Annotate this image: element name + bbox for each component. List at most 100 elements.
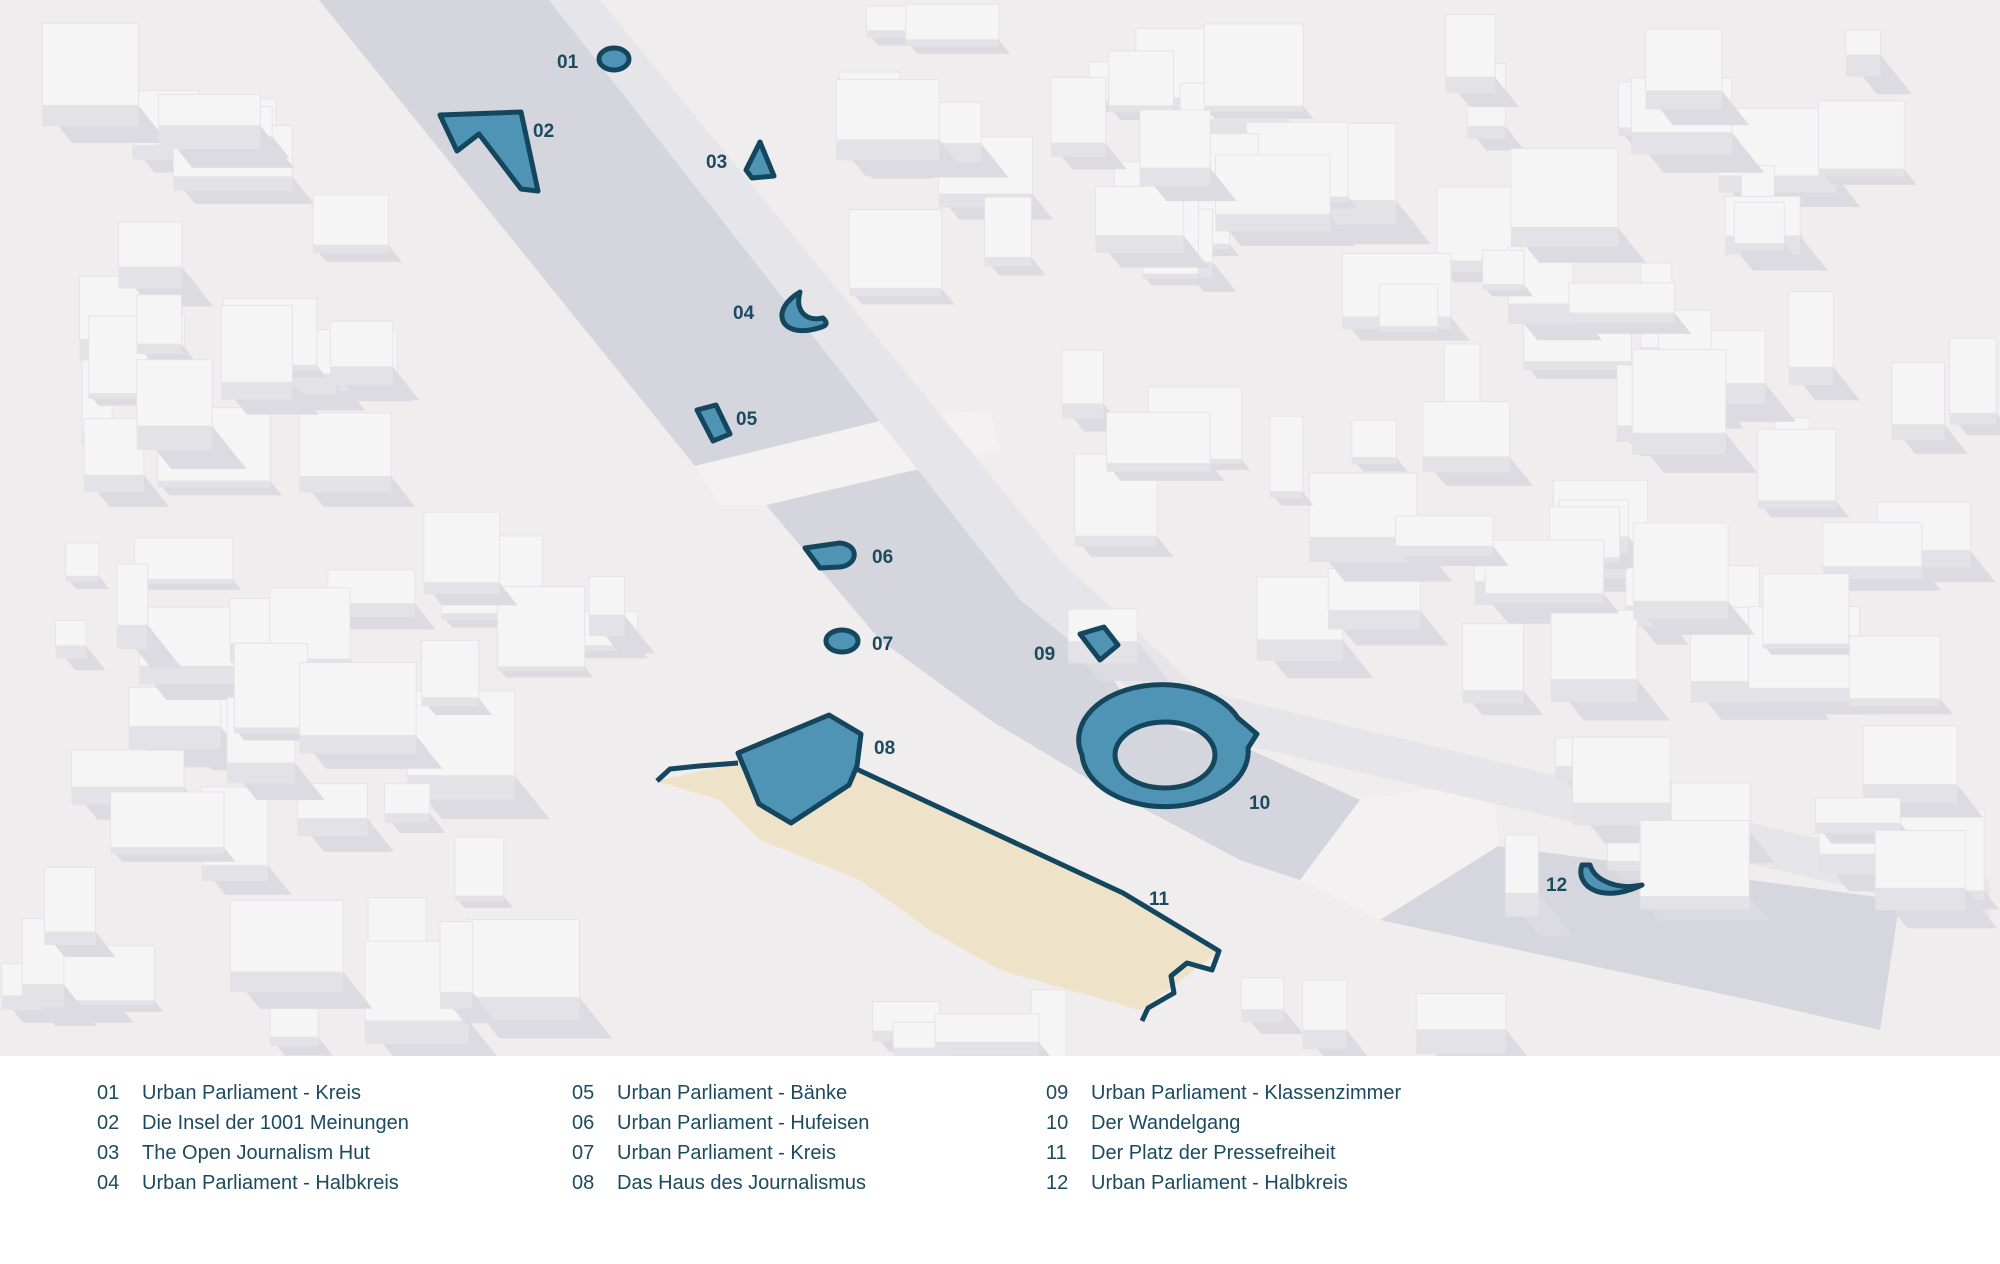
- marker-05-benches[interactable]: [694, 402, 733, 444]
- legend-item: 09 Urban Parliament - Klassenzimmer: [1046, 1078, 1401, 1108]
- legend-number: 06: [572, 1112, 595, 1134]
- marker-07-circle[interactable]: [823, 627, 861, 655]
- building: [133, 537, 242, 590]
- building: [138, 606, 284, 700]
- legend-number: 08: [572, 1172, 595, 1194]
- building: [116, 563, 183, 669]
- building: [1762, 573, 1858, 655]
- building: [1550, 609, 1671, 721]
- building: [136, 294, 198, 365]
- legend-label: Urban Parliament - Kreis: [142, 1082, 361, 1104]
- building: [65, 542, 110, 589]
- building: [312, 194, 403, 262]
- building: [1891, 362, 1969, 454]
- legend-item: 08 Das Haus des Journalismus: [572, 1168, 869, 1198]
- legend-number: 12: [1046, 1172, 1069, 1194]
- map-label-10: 10: [1249, 793, 1270, 814]
- building: [158, 93, 295, 168]
- building: [1378, 283, 1448, 340]
- legend-column-2: 05 Urban Parliament - Bänke 06 Urban Parli…: [572, 1078, 869, 1198]
- marker-06-horseshoe[interactable]: [802, 540, 857, 571]
- building: [1504, 834, 1573, 936]
- building: [1639, 820, 1769, 921]
- building: [383, 783, 446, 834]
- building: [1050, 77, 1127, 170]
- building: [1949, 337, 2000, 436]
- building: [329, 320, 420, 401]
- building: [835, 78, 969, 177]
- building: [905, 3, 1011, 54]
- legend-label: Die Insel der 1001 Meinungen: [142, 1112, 409, 1134]
- marker-01-circle[interactable]: [596, 45, 632, 73]
- building: [1462, 623, 1544, 716]
- map-label-09: 09: [1034, 644, 1055, 665]
- legend-number: 03: [97, 1142, 120, 1164]
- legend-label: Urban Parliament - Klassenzimmer: [1091, 1082, 1402, 1104]
- legend-number: 05: [572, 1082, 595, 1104]
- building: [1139, 109, 1237, 202]
- building: [1788, 290, 1860, 401]
- marker-10-ring[interactable]: [1076, 682, 1260, 810]
- legend-item: 01 Urban Parliament - Kreis: [97, 1078, 409, 1108]
- building: [298, 662, 443, 769]
- building: [1484, 539, 1620, 614]
- building: [454, 836, 514, 908]
- building: [136, 359, 247, 469]
- legend-label: Urban Parliament - Halbkreis: [142, 1172, 399, 1194]
- legend-label: Urban Parliament - Hufeisen: [617, 1112, 870, 1134]
- legend-number: 01: [97, 1082, 120, 1104]
- building: [848, 208, 955, 305]
- legend-label: Urban Parliament - Halbkreis: [1091, 1172, 1348, 1194]
- plaza-11[interactable]: [655, 760, 1222, 1023]
- building: [220, 305, 319, 415]
- marker-04-half-circle[interactable]: [779, 289, 829, 334]
- buildings: [1, 3, 2000, 1056]
- building: [1215, 154, 1356, 247]
- building: [423, 511, 518, 606]
- building: [110, 791, 236, 862]
- building: [1757, 428, 1850, 518]
- marker-08-house[interactable]: [735, 712, 864, 826]
- legend-number: 09: [1046, 1082, 1069, 1104]
- legend-label: Der Platz der Pressefreiheit: [1091, 1142, 1336, 1164]
- building: [298, 412, 416, 507]
- legend-label: Der Wandelgang: [1091, 1112, 1241, 1134]
- marker-12-half-circle[interactable]: [1578, 862, 1645, 896]
- legend-number: 11: [1046, 1142, 1067, 1164]
- legend-item: 12 Urban Parliament - Halbkreis: [1046, 1168, 1401, 1198]
- map-label-02: 02: [533, 121, 554, 142]
- building: [1510, 148, 1647, 263]
- marker-03-hut[interactable]: [743, 139, 777, 181]
- building: [1632, 522, 1755, 635]
- marker-09-classroom[interactable]: [1077, 624, 1121, 663]
- building: [1415, 992, 1528, 1056]
- building: [1061, 349, 1126, 432]
- legend-label: Urban Parliament - Bänke: [617, 1082, 848, 1104]
- building: [984, 196, 1046, 276]
- map-label-05: 05: [736, 409, 758, 430]
- marker-02-island[interactable]: [437, 109, 541, 194]
- building: [1862, 725, 1984, 818]
- building: [1848, 635, 1953, 715]
- legend-item: 06 Urban Parliament - Hufeisen: [572, 1108, 869, 1138]
- legend-label: Das Haus des Journalismus: [617, 1172, 866, 1194]
- map-label-01: 01: [557, 52, 579, 73]
- building: [1351, 419, 1408, 472]
- building: [588, 575, 656, 654]
- building: [934, 1013, 1050, 1056]
- building: [1645, 28, 1750, 126]
- map-label-07: 07: [872, 634, 893, 655]
- building: [1106, 411, 1225, 481]
- building: [117, 221, 214, 307]
- legend-item: 11 Der Platz der Pressefreiheit: [1046, 1138, 1401, 1168]
- building: [1308, 472, 1453, 582]
